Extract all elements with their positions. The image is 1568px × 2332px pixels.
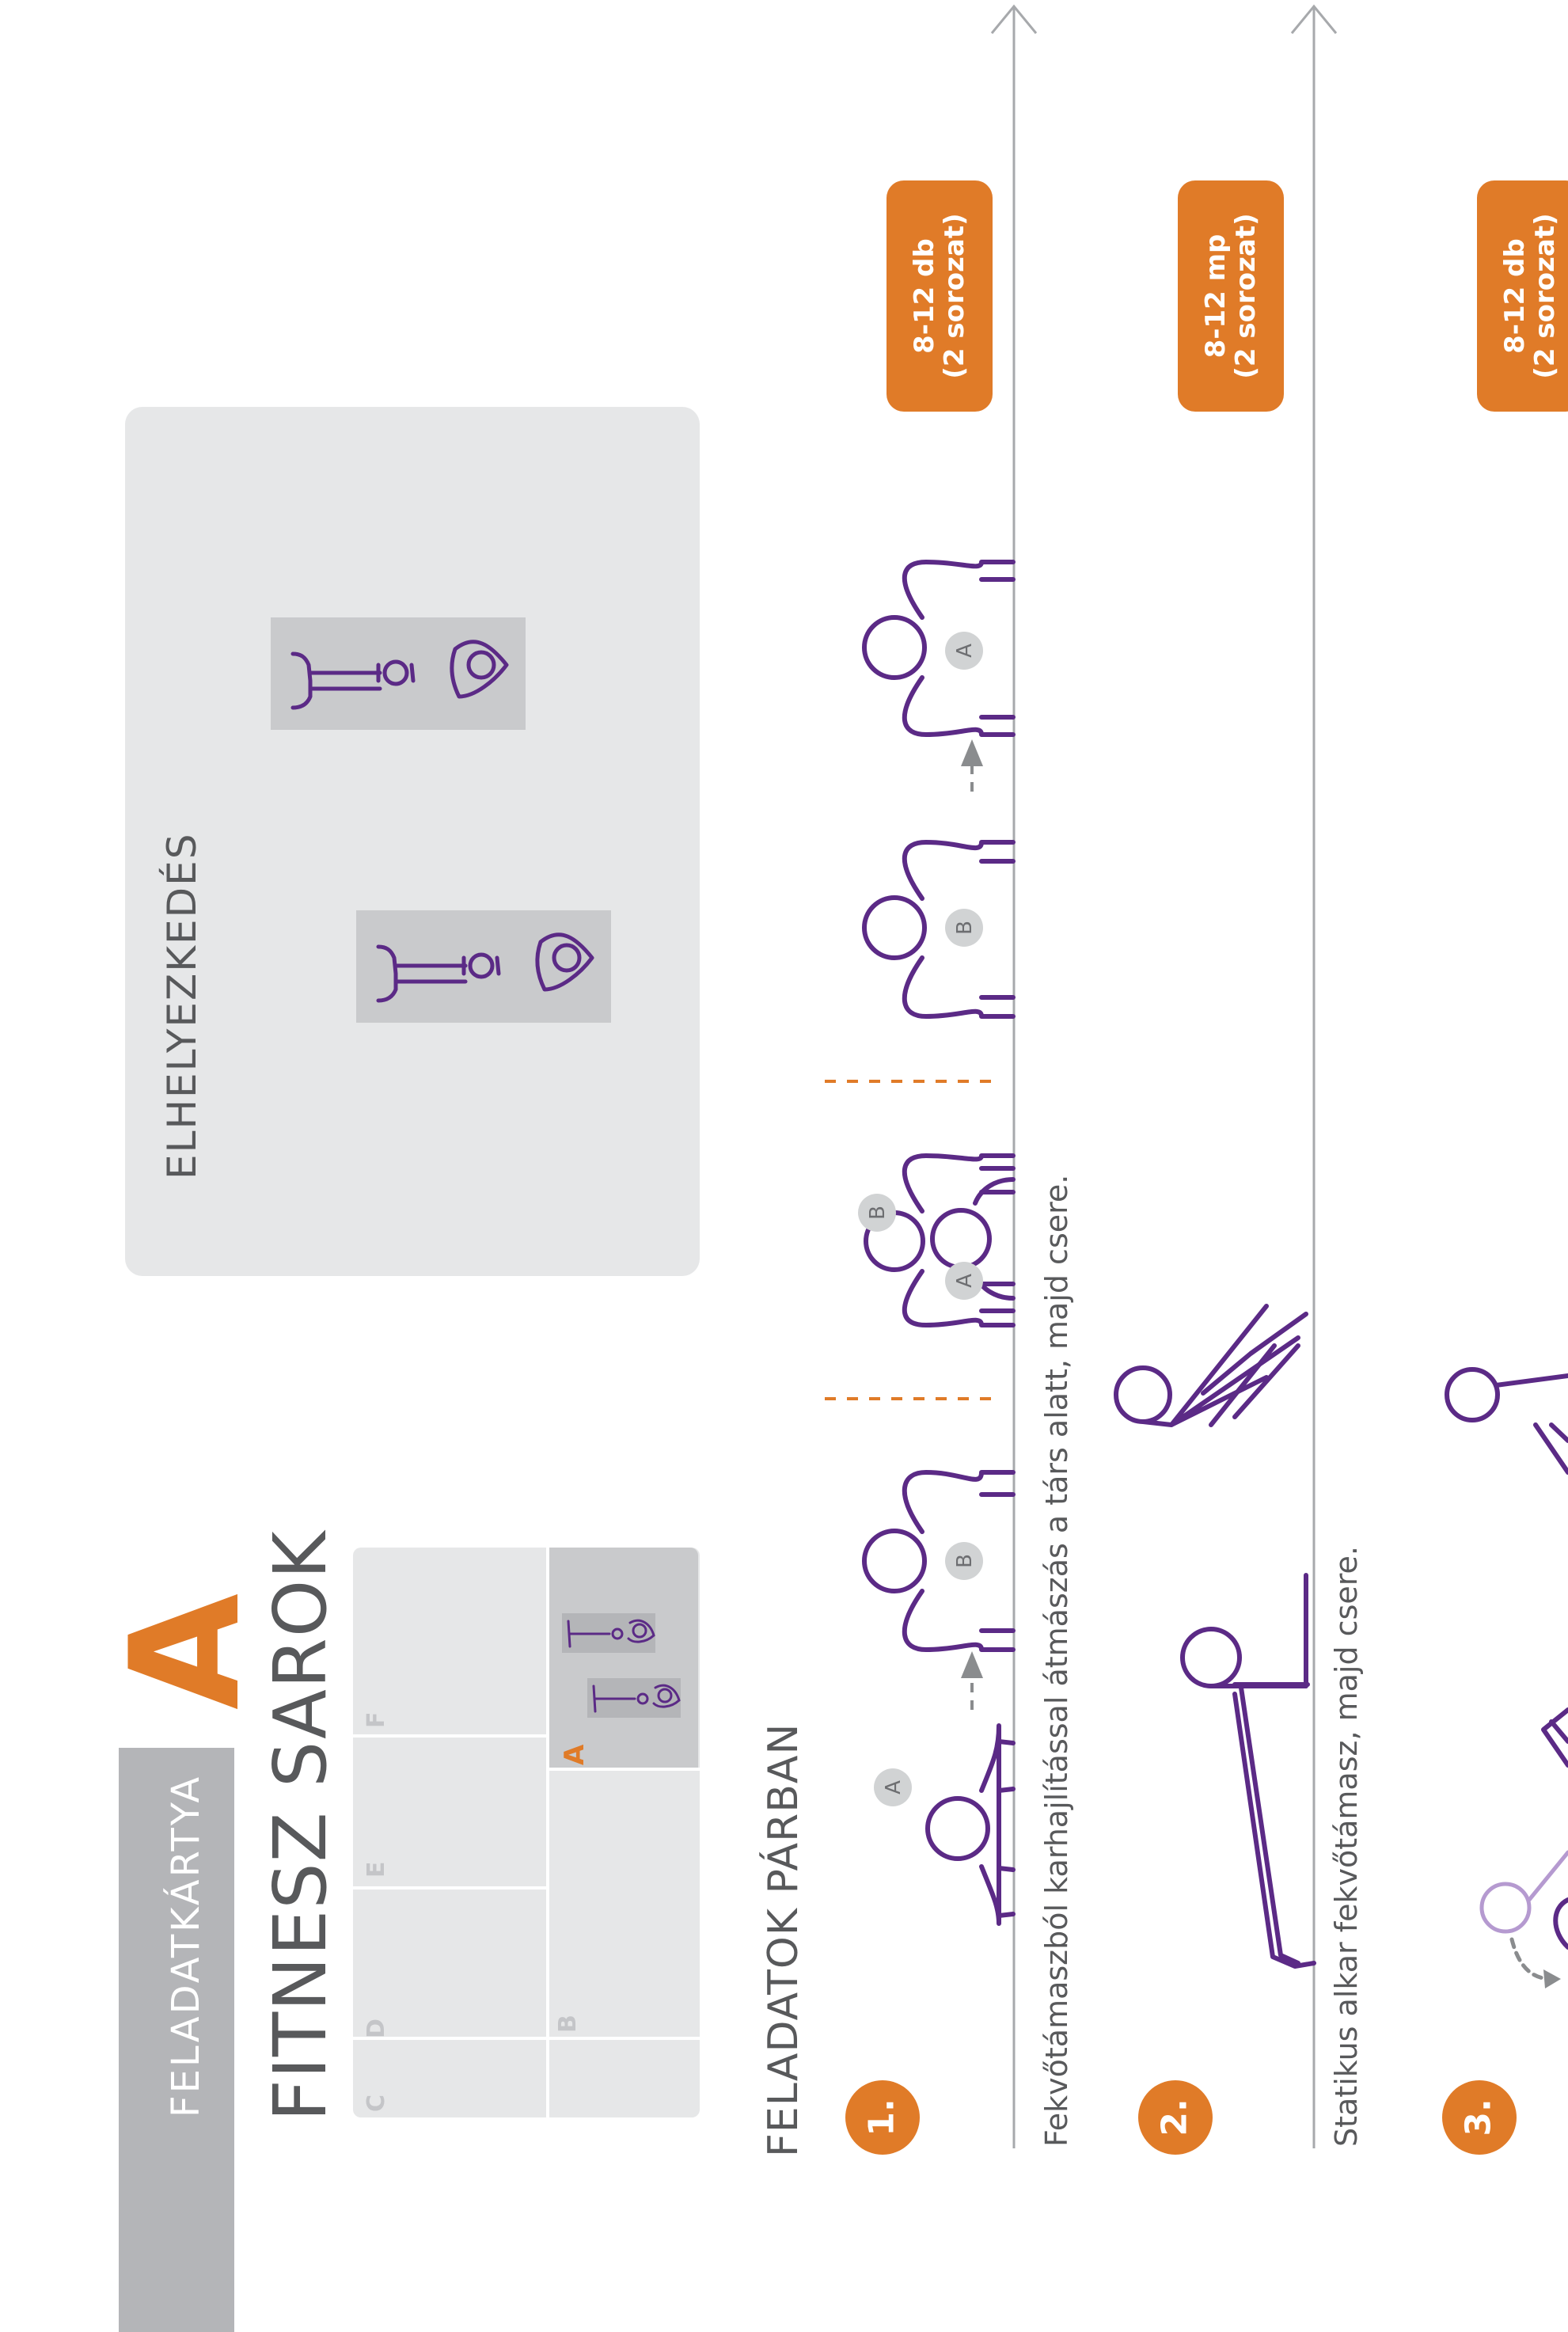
ex2-figure-plank <box>1180 1573 1316 1969</box>
marker-b-3 <box>945 909 983 947</box>
exercise-3-figures <box>1445 1367 1568 1950</box>
arrow-head-1 <box>990 4 1038 34</box>
ex1-figure-b-start <box>862 1470 1016 1652</box>
marker-b-1 <box>945 1542 983 1580</box>
ex3-figure-partner <box>1445 1367 1568 1475</box>
marker-b-2-text: B <box>866 1206 890 1220</box>
placement-figures <box>290 640 594 1003</box>
mini-pair-1 <box>567 1619 655 1648</box>
figure-marker-labels: A B B A B A <box>866 644 977 1795</box>
ex1-figure-pair-middle <box>864 1153 1016 1327</box>
placement-pair-2 <box>376 932 594 1003</box>
figure-markers <box>858 632 983 1806</box>
room-map-figures <box>567 1619 681 1713</box>
exercise-number-3: 3. <box>1442 2080 1517 2155</box>
exercise-1-figures <box>862 560 1016 1926</box>
marker-a-1 <box>874 1768 912 1806</box>
exercise-number-2: 2. <box>1138 2080 1213 2155</box>
exercise-badge-3: 8-12 db (2 sorozat) <box>1477 180 1568 412</box>
marker-b-3-text: B <box>953 921 977 935</box>
ex3-figure-main <box>1541 1707 1568 1950</box>
exercise-badge-1: 8-12 db (2 sorozat) <box>887 180 993 412</box>
timeline-arrows <box>990 4 1338 2148</box>
marker-a-2-text: A <box>953 1274 977 1288</box>
exercise-2-figures <box>1114 1304 1316 1969</box>
ex1-figure-a-start <box>925 1723 1016 1926</box>
phase-dividers <box>825 1080 1000 1400</box>
mini-pair-2 <box>592 1684 681 1713</box>
marker-a-2 <box>945 1262 983 1300</box>
placement-pair-1 <box>290 640 509 710</box>
arrow-head-2 <box>1290 4 1338 34</box>
ex1-figure-a-end <box>862 560 1016 737</box>
ex2-figure-partner <box>1114 1304 1308 1427</box>
marker-b-1-text: B <box>953 1554 977 1568</box>
exercise-3-light-figure <box>1479 1850 1568 1988</box>
marker-a-3 <box>945 632 983 670</box>
zone-a-highlight <box>548 1548 698 1769</box>
marker-a-3-text: A <box>953 644 977 658</box>
placement-panel <box>125 407 700 1276</box>
marker-b-2 <box>858 1194 896 1232</box>
exercise-number-1: 1. <box>845 2080 920 2155</box>
ex1-figure-b-end <box>862 840 1016 1019</box>
header-band <box>119 1748 234 2332</box>
marker-a-1-text: A <box>882 1780 905 1795</box>
room-map-lines <box>353 1548 700 2117</box>
movement-arrows <box>961 739 983 1710</box>
exercise-badge-2: 8-12 mp (2 sorozat) <box>1178 180 1284 412</box>
